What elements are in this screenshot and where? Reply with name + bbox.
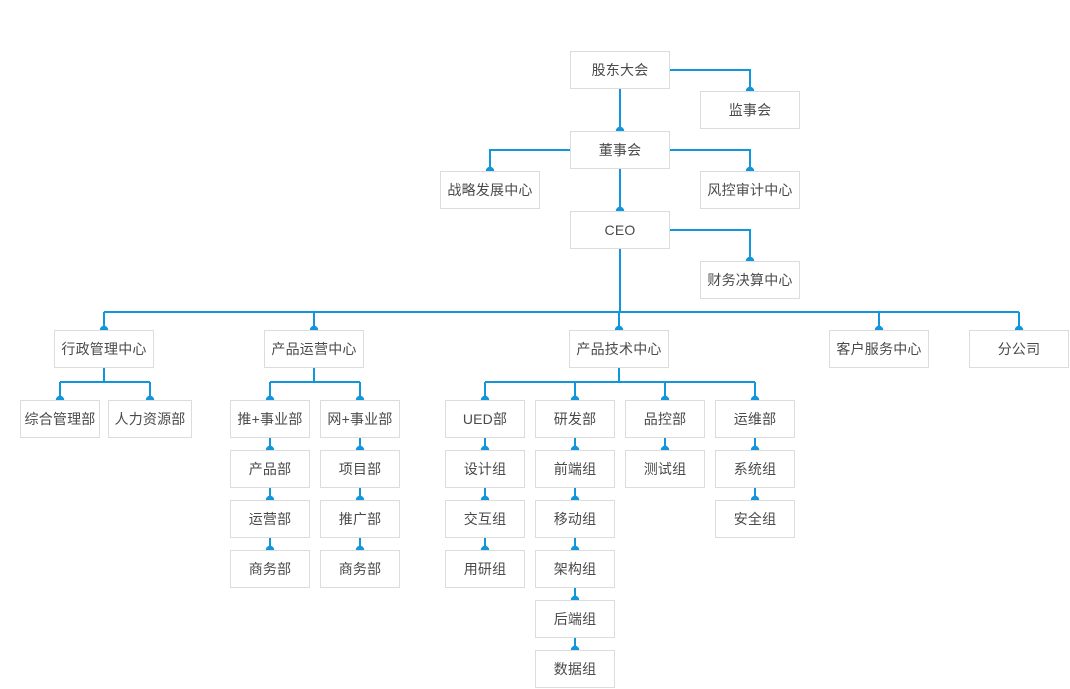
- org-node[interactable]: 商务部: [230, 550, 310, 588]
- org-node-label: 数据组: [553, 661, 597, 677]
- org-node[interactable]: UED部: [445, 400, 525, 438]
- org-node[interactable]: 股东大会: [570, 51, 670, 89]
- connector-line: [670, 229, 751, 261]
- org-node[interactable]: 推广部: [320, 500, 400, 538]
- org-node-label: 架构组: [553, 561, 597, 577]
- org-node-label: 前端组: [553, 461, 597, 477]
- org-node-label: 系统组: [733, 461, 777, 477]
- org-node-label: 项目部: [338, 461, 382, 477]
- org-node-label: 研发部: [553, 411, 597, 427]
- org-node[interactable]: 运维部: [715, 400, 795, 438]
- org-node[interactable]: 后端组: [535, 600, 615, 638]
- org-node[interactable]: 交互组: [445, 500, 525, 538]
- org-node-label: 产品运营中心: [271, 341, 357, 357]
- org-node[interactable]: 推+事业部: [230, 400, 310, 438]
- org-node[interactable]: 风控审计中心: [700, 171, 800, 209]
- org-node-label: 商务部: [338, 561, 382, 577]
- org-node[interactable]: 产品技术中心: [569, 330, 669, 368]
- org-node[interactable]: 行政管理中心: [54, 330, 154, 368]
- org-node-label: 股东大会: [591, 62, 649, 78]
- org-node-label: 推+事业部: [237, 411, 303, 427]
- org-node[interactable]: 前端组: [535, 450, 615, 488]
- org-node-label: 财务决算中心: [707, 272, 793, 288]
- org-node[interactable]: CEO: [570, 211, 670, 249]
- org-node-label: 网+事业部: [327, 411, 393, 427]
- org-node[interactable]: 品控部: [625, 400, 705, 438]
- org-node[interactable]: 产品运营中心: [264, 330, 364, 368]
- org-node-label: 后端组: [553, 611, 597, 627]
- org-node[interactable]: 移动组: [535, 500, 615, 538]
- org-node-label: 风控审计中心: [707, 182, 793, 198]
- org-node[interactable]: 客户服务中心: [829, 330, 929, 368]
- org-node[interactable]: 系统组: [715, 450, 795, 488]
- org-node[interactable]: 商务部: [320, 550, 400, 588]
- org-node-label: 董事会: [598, 142, 642, 158]
- org-node-label: 运营部: [248, 511, 292, 527]
- org-node-label: 人力资源部: [114, 411, 186, 427]
- org-node-label: CEO: [604, 222, 636, 238]
- connector-line: [670, 69, 751, 91]
- org-node[interactable]: 人力资源部: [108, 400, 192, 438]
- org-node[interactable]: 测试组: [625, 450, 705, 488]
- connector-line: [670, 149, 751, 171]
- org-node[interactable]: 数据组: [535, 650, 615, 688]
- connector-line: [489, 149, 570, 171]
- org-node-label: 设计组: [463, 461, 507, 477]
- org-node[interactable]: 架构组: [535, 550, 615, 588]
- org-node[interactable]: 用研组: [445, 550, 525, 588]
- org-node-label: 商务部: [248, 561, 292, 577]
- org-node-label: 产品部: [248, 461, 292, 477]
- org-node-label: 安全组: [733, 511, 777, 527]
- org-node[interactable]: 董事会: [570, 131, 670, 169]
- org-node[interactable]: 项目部: [320, 450, 400, 488]
- org-node[interactable]: 综合管理部: [20, 400, 100, 438]
- org-node-label: 战略发展中心: [447, 182, 533, 198]
- org-node-label: 交互组: [463, 511, 507, 527]
- org-node[interactable]: 分公司: [969, 330, 1069, 368]
- org-node-label: 用研组: [463, 561, 507, 577]
- org-node-label: 移动组: [553, 511, 597, 527]
- org-node[interactable]: 网+事业部: [320, 400, 400, 438]
- org-node-label: 分公司: [997, 341, 1041, 357]
- org-node-label: 综合管理部: [24, 411, 96, 427]
- org-node[interactable]: 财务决算中心: [700, 261, 800, 299]
- org-node-label: 运维部: [733, 411, 777, 427]
- org-node-label: 客户服务中心: [836, 341, 922, 357]
- org-node-label: 监事会: [728, 102, 772, 118]
- org-node-label: 行政管理中心: [61, 341, 147, 357]
- org-node[interactable]: 研发部: [535, 400, 615, 438]
- org-node-label: 推广部: [338, 511, 382, 527]
- org-node[interactable]: 运营部: [230, 500, 310, 538]
- org-node-label: UED部: [462, 411, 508, 427]
- org-node[interactable]: 监事会: [700, 91, 800, 129]
- org-node[interactable]: 安全组: [715, 500, 795, 538]
- org-node[interactable]: 设计组: [445, 450, 525, 488]
- org-node-label: 产品技术中心: [576, 341, 662, 357]
- org-node[interactable]: 战略发展中心: [440, 171, 540, 209]
- org-node-label: 品控部: [643, 411, 687, 427]
- org-node-label: 测试组: [643, 461, 687, 477]
- org-node[interactable]: 产品部: [230, 450, 310, 488]
